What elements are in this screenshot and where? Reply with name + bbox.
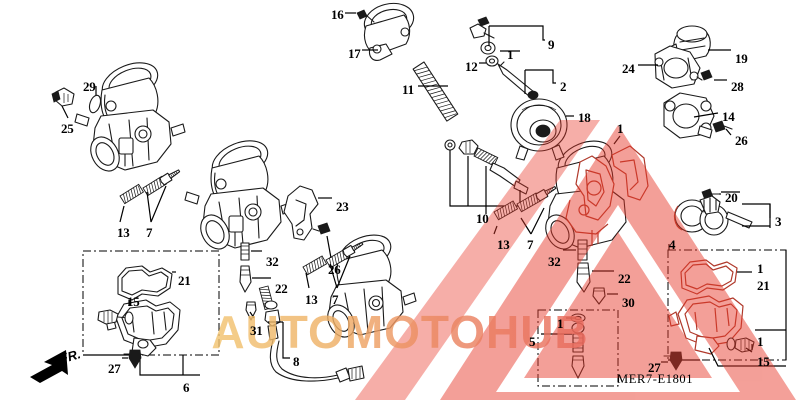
callout-number-32: 32 bbox=[548, 254, 561, 269]
part-13-jet-center bbox=[302, 255, 328, 276]
callout-number-1: 1 bbox=[617, 121, 624, 136]
carburetor-body-lower bbox=[327, 234, 417, 338]
callout-number-27: 27 bbox=[108, 361, 121, 376]
part-13-jet-right bbox=[493, 200, 519, 221]
part-5-jet-right bbox=[572, 333, 584, 353]
callout-number-15: 15 bbox=[127, 294, 140, 309]
callout-number-29: 29 bbox=[83, 79, 96, 94]
part-32-screw-center bbox=[240, 242, 250, 261]
part-15-drain-screw-right bbox=[726, 337, 755, 353]
part-11-spring bbox=[412, 61, 459, 122]
callout-number-22: 22 bbox=[275, 281, 288, 296]
part-27-bolt-right bbox=[663, 351, 683, 371]
callout-number-13: 13 bbox=[497, 237, 510, 252]
callout-number-14: 14 bbox=[722, 109, 735, 124]
part-26-bolt-right bbox=[712, 120, 733, 133]
callout-number-21: 21 bbox=[757, 278, 770, 293]
callout-number-5: 5 bbox=[529, 334, 536, 349]
leader-lines bbox=[61, 12, 787, 367]
callout-number-7: 7 bbox=[527, 237, 534, 252]
part-17-insulator bbox=[363, 2, 415, 61]
carburetor-body-left bbox=[74, 62, 186, 172]
callout-number-16: 16 bbox=[331, 7, 344, 22]
callout-number-8: 8 bbox=[293, 354, 300, 369]
part-10-pilot-screw-set bbox=[444, 139, 529, 214]
callout-number-22: 22 bbox=[618, 271, 631, 286]
part-7-jets-left bbox=[142, 166, 182, 197]
callout-number-20: 20 bbox=[725, 190, 738, 205]
callout-number-6: 6 bbox=[183, 380, 190, 395]
callout-number-11: 11 bbox=[402, 82, 414, 97]
part-12-washer bbox=[485, 55, 499, 67]
part-31-screw-center bbox=[245, 301, 257, 321]
part-22-screw-right bbox=[576, 262, 591, 293]
part-23-bracket bbox=[283, 185, 319, 241]
part-1-oring-upper bbox=[480, 41, 496, 55]
diagram-code: MER7-E1801 bbox=[617, 372, 694, 386]
callout-number-30: 30 bbox=[622, 295, 635, 310]
part-26-bolt-center bbox=[312, 222, 331, 235]
part-30-bolt-right bbox=[592, 287, 606, 305]
callout-number-21: 21 bbox=[178, 273, 191, 288]
callout-number-13: 13 bbox=[305, 292, 318, 307]
callout-number-18: 18 bbox=[578, 110, 591, 125]
callout-number-19: 19 bbox=[735, 51, 748, 66]
callout-number-1: 1 bbox=[557, 316, 564, 331]
callout-number-32: 32 bbox=[266, 254, 279, 269]
callout-number-13: 13 bbox=[117, 225, 130, 240]
callout-number-28: 28 bbox=[731, 79, 744, 94]
part-28-bolt bbox=[696, 69, 713, 81]
part-27-bolt-left bbox=[123, 349, 142, 369]
part-21-gasket-left bbox=[117, 265, 173, 301]
callout-number-9: 9 bbox=[548, 37, 555, 52]
callout-number-12: 12 bbox=[465, 59, 478, 74]
callout-number-7: 7 bbox=[146, 225, 153, 240]
callout-number-27: 27 bbox=[648, 360, 661, 375]
callout-number-1: 1 bbox=[757, 261, 764, 276]
callout-number-26: 26 bbox=[328, 262, 341, 277]
callout-number-31: 31 bbox=[250, 323, 263, 338]
part-3-joint-assembly bbox=[673, 195, 753, 236]
callout-number-23: 23 bbox=[336, 199, 349, 214]
front-direction-arrow bbox=[30, 350, 68, 383]
part-15-drain-screw bbox=[97, 309, 134, 325]
part-2-float-pin bbox=[497, 61, 539, 100]
callout-number-15: 15 bbox=[757, 354, 770, 369]
carburetor-body-right-highlighted bbox=[545, 140, 627, 250]
part-14-holder bbox=[663, 92, 715, 139]
callout-number-1: 1 bbox=[757, 334, 764, 349]
carburetor-body-middle bbox=[184, 140, 296, 250]
callout-number-17: 17 bbox=[348, 46, 361, 61]
callout-number-2: 2 bbox=[560, 79, 567, 94]
callout-number-26: 26 bbox=[735, 133, 748, 148]
part-22-screw-center bbox=[239, 265, 252, 293]
part-16-screw bbox=[356, 9, 375, 23]
callout-number-25: 25 bbox=[61, 121, 74, 136]
part-1-washer-right bbox=[570, 313, 586, 334]
part-24-joint bbox=[654, 45, 701, 89]
part-13-jet-left bbox=[119, 183, 144, 205]
callout-number-10: 10 bbox=[476, 211, 489, 226]
part-6-float-chamber bbox=[105, 299, 181, 357]
carburetor-stay-highlighted bbox=[611, 145, 649, 201]
callout-number-4: 4 bbox=[669, 237, 676, 252]
part-5-screw-right bbox=[571, 355, 585, 379]
callout-number-3: 3 bbox=[775, 214, 782, 229]
part-18-float bbox=[510, 98, 568, 161]
callout-number-24: 24 bbox=[622, 61, 635, 76]
part-21-gasket-right bbox=[680, 259, 738, 295]
part-29-oring bbox=[88, 94, 102, 114]
part-32-screw-right bbox=[577, 239, 588, 261]
callout-number-7: 7 bbox=[332, 292, 339, 307]
part-4-float-chamber-right bbox=[668, 295, 744, 355]
callout-number-1: 1 bbox=[507, 47, 514, 62]
part-25-sensor bbox=[51, 87, 75, 107]
part-9-needle-valve bbox=[469, 16, 495, 39]
